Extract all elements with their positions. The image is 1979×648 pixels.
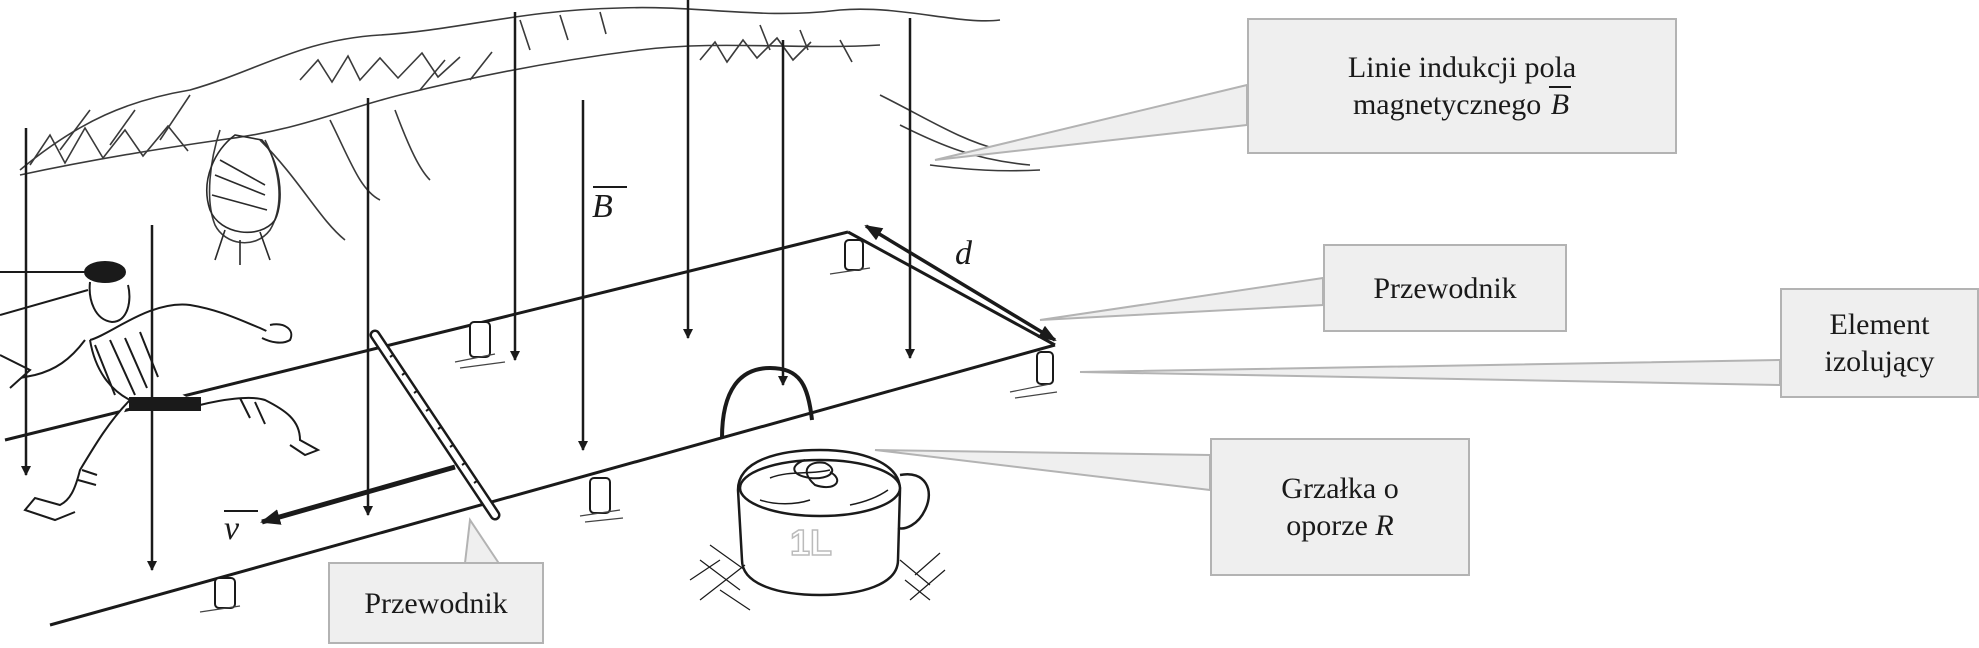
velocity-vector-bar bbox=[224, 510, 258, 512]
callout-conductor-top-text: Przewodnik bbox=[1373, 271, 1517, 305]
callout-heater: Grzałka o oporze R bbox=[1210, 438, 1470, 576]
callout-insulator-line2: izolujący bbox=[1824, 345, 1935, 378]
kettle-heater-drawing: 1L bbox=[689, 365, 946, 611]
field-vector-bar bbox=[593, 186, 627, 188]
velocity-symbol: v bbox=[224, 510, 240, 547]
sliding-conductor-rod bbox=[369, 329, 501, 521]
svg-text:1L: 1L bbox=[790, 522, 832, 563]
velocity-arrow bbox=[260, 464, 456, 525]
insulator-posts bbox=[214, 239, 1054, 609]
callout-insulator-line1: Element bbox=[1829, 308, 1930, 341]
distance-d-arrow bbox=[864, 224, 1057, 342]
callout-field-lines-line2-wrap: magnetycznego B bbox=[1348, 86, 1576, 123]
callout-heater-line2-wrap: oporze R bbox=[1281, 507, 1398, 544]
callout-insulator: Element izolujący bbox=[1780, 288, 1979, 398]
callout-heater-symbol: R bbox=[1375, 509, 1394, 542]
callout-field-lines: Linie indukcji pola magnetycznego B bbox=[1247, 18, 1677, 154]
distance-symbol: d bbox=[955, 235, 972, 272]
callout-heater-line1: Grzałka o bbox=[1281, 472, 1399, 505]
callout-conductor-bottom: Przewodnik bbox=[328, 562, 544, 644]
callout-conductor-top: Przewodnik bbox=[1323, 244, 1567, 332]
callout-heater-line2: oporze bbox=[1286, 509, 1376, 542]
post-shading bbox=[199, 267, 1058, 613]
hanging-bag-sketch bbox=[206, 134, 281, 265]
magnetic-field-lines bbox=[21, 0, 915, 571]
cave-ceiling-sketch bbox=[19, 6, 1041, 244]
callout-field-lines-symbol: B bbox=[1548, 86, 1572, 121]
callout-field-lines-line2: magnetycznego bbox=[1352, 88, 1549, 121]
running-miner-drawing bbox=[0, 261, 321, 522]
callout-field-lines-line1: Linie indukcji pola bbox=[1347, 51, 1577, 84]
callout-pointers bbox=[463, 83, 1781, 567]
callout-conductor-bottom-text: Przewodnik bbox=[364, 586, 508, 620]
field-symbol: B bbox=[592, 188, 613, 225]
